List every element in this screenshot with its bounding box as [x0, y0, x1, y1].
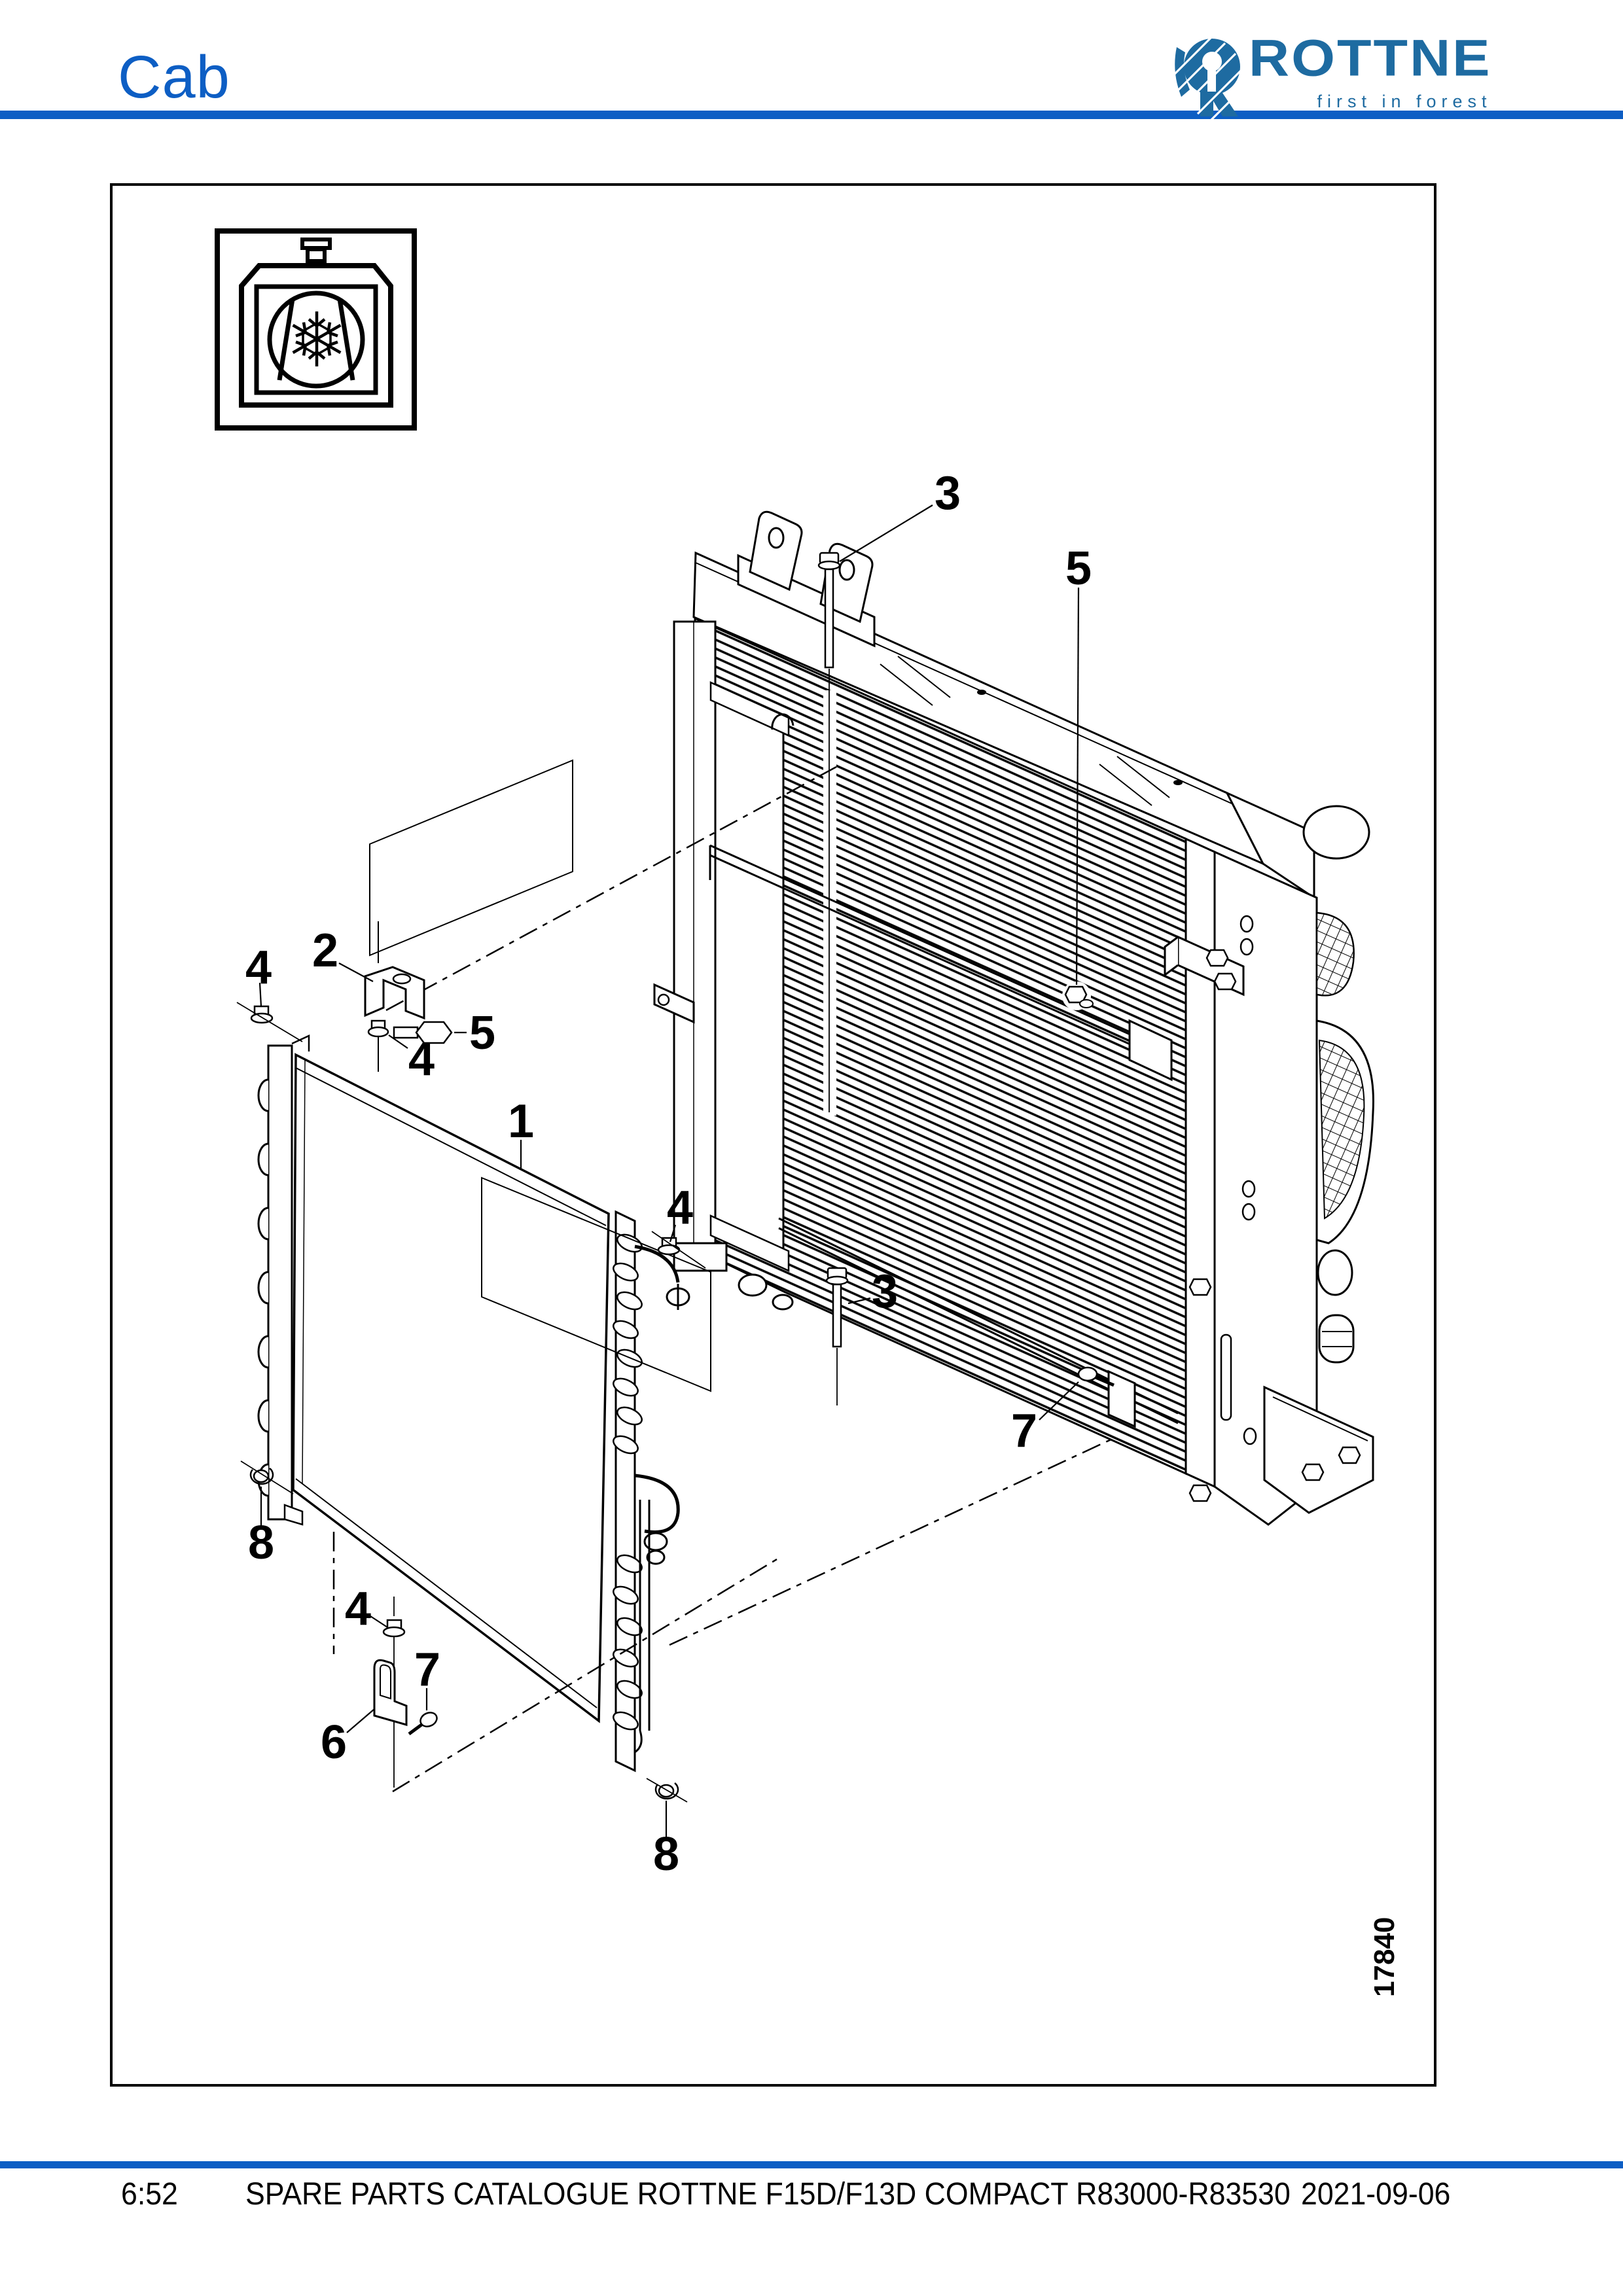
callout-label: 4 — [345, 1583, 371, 1635]
radiator-assembly — [653, 510, 1374, 1526]
callout-label: 4 — [408, 1033, 435, 1086]
rottne-wordmark: ROTTNE — [1249, 29, 1492, 87]
callout-label: 4 — [245, 942, 272, 994]
bolt-part3-lower — [825, 1267, 849, 1405]
air-conditioning-icon — [215, 228, 417, 431]
callout-leaders — [259, 504, 1080, 1837]
nut-part4-mid — [367, 1019, 389, 1038]
bolt-part7-right — [1077, 1366, 1115, 1387]
radiator-foot-bracket — [1263, 1385, 1374, 1514]
condenser-panel — [292, 1053, 610, 1723]
grommet-part8-left — [240, 1460, 294, 1494]
condenser — [257, 1034, 690, 1773]
callout-label: 4 — [667, 1182, 693, 1234]
page-title: Cab — [118, 44, 230, 111]
lifting-lug — [749, 510, 803, 592]
callout-label: 7 — [414, 1644, 440, 1696]
snowflake-icon — [292, 311, 342, 366]
callout-label: 3 — [935, 467, 961, 520]
nut-part4-left — [236, 1002, 303, 1042]
callout-label: 3 — [872, 1265, 898, 1318]
bolt-part5-left — [393, 1021, 453, 1044]
footer: 6:52 SPARE PARTS CATALOGUE ROTTNE F15D/F… — [0, 2176, 1623, 2216]
callout-label: 8 — [248, 1517, 274, 1569]
cooler-panel — [714, 699, 785, 1268]
nut-part4-right — [651, 1231, 706, 1269]
bolt-part7-bottom — [408, 1712, 438, 1736]
rottne-logo-icon — [1170, 35, 1243, 119]
callout-label: 6 — [321, 1716, 347, 1769]
callout-label: 7 — [1011, 1405, 1037, 1457]
brand-logo: ROTTNE first in forest — [1170, 29, 1492, 119]
grommet-part8-right — [646, 1778, 688, 1803]
footer-date: 2021-09-06 — [1301, 2177, 1451, 2212]
bracket-part6 — [373, 1659, 408, 1726]
callout-label: 1 — [508, 1095, 534, 1148]
drawing-number: 17840 — [1368, 1917, 1400, 1997]
condenser-piping — [613, 1210, 690, 1773]
condenser-mount-rails — [709, 844, 1179, 1428]
bolt-part5-on-rail — [1062, 981, 1094, 1010]
callout-label: 5 — [1065, 542, 1092, 595]
footer-rule — [0, 2161, 1623, 2168]
bolt-part3-upper — [817, 552, 841, 1112]
logo-tagline: first in forest — [1317, 91, 1492, 111]
callout-label: 2 — [312, 925, 338, 977]
projection-window — [481, 1176, 711, 1392]
footer-page-time: 6:52 — [121, 2177, 178, 2212]
footer-catalogue-title: SPARE PARTS CATALOGUE ROTTNE F15D/F13D C… — [245, 2177, 1291, 2212]
alignment-lines — [332, 766, 1115, 1793]
callout-label: 5 — [469, 1007, 495, 1059]
projection-window — [369, 759, 573, 957]
callout-label: 8 — [653, 1828, 679, 1881]
radiator-side-frame — [1213, 850, 1318, 1526]
